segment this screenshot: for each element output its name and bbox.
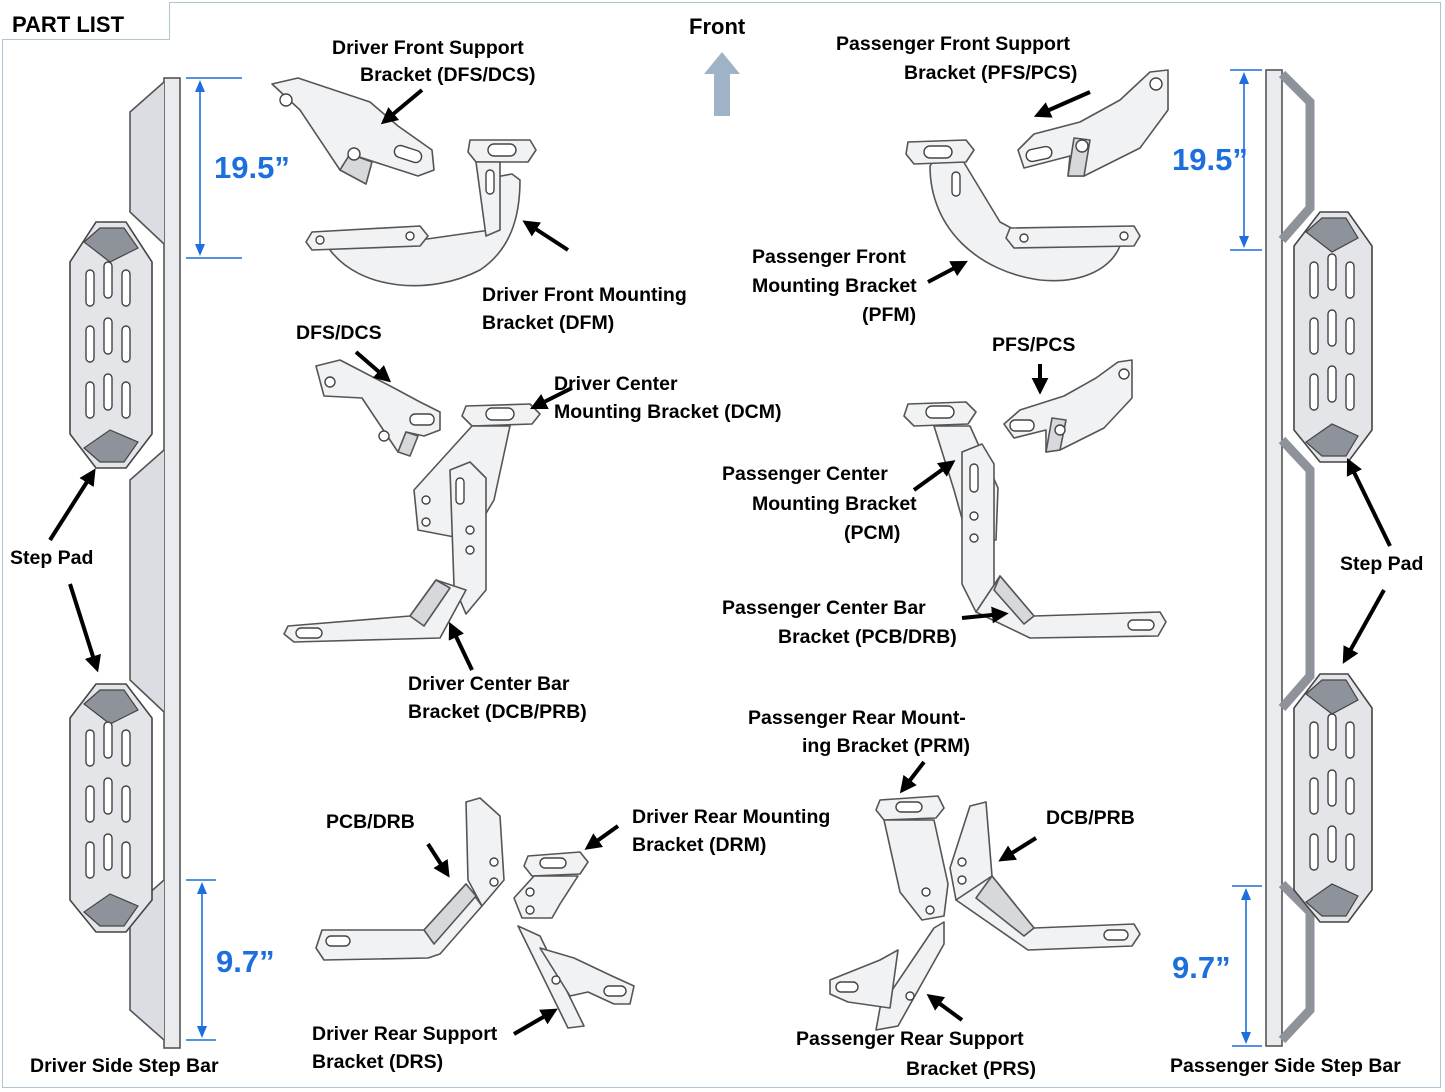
dcb-prb-arrow: [998, 836, 1038, 862]
dcm-label-line2: Mounting Bracket (DCM): [554, 401, 782, 423]
dfm-arrow: [522, 220, 570, 252]
pfs-label-line2: Bracket (PFS/PCS): [904, 62, 1077, 84]
pcb-drb-arrow: [426, 842, 450, 878]
dfs-dcs-label: DFS/DCS: [296, 322, 382, 344]
pfs-pcs-label: PFS/PCS: [992, 334, 1075, 356]
pfm-arrow: [927, 260, 968, 284]
passenger-step-pad-arrow-up: [1346, 457, 1392, 547]
page-title: PART LIST: [12, 12, 125, 37]
driver-step-bar: [69, 77, 181, 1049]
drm-arrow: [584, 824, 620, 850]
prs-label-line2: Bracket (PRS): [906, 1058, 1036, 1080]
dcm-label-line1: Driver Center: [554, 373, 678, 395]
pfm-label-line1: Passenger Front: [752, 246, 906, 268]
drs-label-line1: Driver Rear Support: [312, 1023, 498, 1045]
dcb-label-line1: Driver Center Bar: [408, 673, 570, 695]
dcm-arrow: [529, 386, 573, 410]
pcb-drb-bracket: [315, 797, 505, 961]
passenger-center-support-bracket: [1003, 359, 1133, 453]
driver-front-dimension-value: 19.5”: [214, 150, 290, 185]
drs-label-line2: Bracket (DRS): [312, 1051, 443, 1073]
pcb-drb-label: PCB/DRB: [326, 811, 415, 833]
dfm-label-line2: Bracket (DFM): [482, 312, 614, 334]
driver-rear-mounting-bracket: [513, 851, 589, 919]
drm-label-line1: Driver Rear Mounting: [632, 806, 830, 828]
dcb-prb-label: DCB/PRB: [1046, 807, 1135, 829]
prm-arrow: [899, 760, 926, 794]
passenger-center-bar-bracket: [961, 443, 1167, 639]
front-label: Front: [689, 14, 746, 39]
driver-rear-dimension: [186, 879, 216, 1041]
dfs-arrow: [380, 88, 424, 125]
passenger-rear-support-bracket: [829, 921, 945, 1031]
passenger-front-support-bracket: [1017, 69, 1169, 177]
driver-front-support-bracket: [271, 77, 435, 185]
passenger-step-bar: [1265, 69, 1373, 1047]
pcb-label-line1: Passenger Center Bar: [722, 597, 926, 619]
drm-label-line2: Bracket (DRM): [632, 834, 766, 856]
driver-center-bar-bracket: [283, 461, 487, 643]
passenger-step-pad-rear: [1293, 673, 1373, 923]
pfs-label-line1: Passenger Front Support: [836, 33, 1071, 55]
pfm-label-line2: Mounting Bracket: [752, 275, 917, 297]
dfs-dcs-arrow: [354, 350, 392, 383]
pfm-label-line3: (PFM): [862, 304, 916, 326]
pfs-arrow: [1033, 90, 1091, 118]
pcm-arrow: [912, 460, 956, 492]
driver-rear-dimension-value: 9.7”: [216, 944, 275, 979]
dfs-label-line1: Driver Front Support: [332, 37, 524, 59]
front-direction-arrow: [704, 52, 740, 116]
pcm-label-line3: (PCM): [844, 522, 900, 544]
driver-front-mounting-bracket: [305, 139, 537, 287]
dcb-label-line2: Bracket (DCB/PRB): [408, 701, 587, 723]
drs-arrow: [512, 1008, 558, 1036]
pcb-label-line2: Bracket (PCB/DRB): [778, 626, 957, 648]
dfm-label-line1: Driver Front Mounting: [482, 284, 687, 306]
passenger-rear-dimension-value: 9.7”: [1172, 950, 1231, 985]
passenger-step-pad-arrow-down: [1342, 589, 1386, 664]
driver-step-pad-arrow-down: [68, 583, 101, 673]
dcb-prb-bracket: [949, 801, 1141, 951]
driver-center-support-bracket: [315, 359, 441, 457]
passenger-rear-mounting-bracket: [875, 795, 949, 921]
passenger-rear-dimension: [1232, 885, 1262, 1047]
driver-front-dimension: [186, 77, 242, 259]
driver-step-pad-rear: [69, 683, 153, 933]
pcm-label-line1: Passenger Center: [722, 463, 888, 485]
passenger-step-pad-label: Step Pad: [1340, 553, 1423, 575]
prs-arrow: [926, 994, 964, 1022]
prs-label-line1: Passenger Rear Support: [796, 1028, 1024, 1050]
driver-step-pad-label: Step Pad: [10, 547, 93, 569]
prm-label-line1: Passenger Rear Mount-: [748, 707, 966, 729]
pcm-label-line2: Mounting Bracket: [752, 493, 917, 515]
prm-label-line2: ing Bracket (PRM): [802, 735, 970, 757]
passenger-step-pad-front: [1293, 211, 1373, 463]
passenger-front-mounting-bracket: [905, 139, 1141, 282]
passenger-front-dimension: [1230, 69, 1262, 251]
driver-rear-support-bracket: [517, 925, 635, 1029]
pcb-arrow: [961, 606, 1009, 624]
driver-step-pad-arrow-up: [48, 468, 96, 542]
part-list-tab: PART LIST: [2, 2, 170, 40]
dfs-label-line2: Bracket (DFS/DCS): [360, 64, 536, 86]
passenger-front-dimension-value: 19.5”: [1172, 142, 1248, 177]
passenger-step-bar-label: Passenger Side Step Bar: [1170, 1055, 1401, 1077]
driver-step-pad-front: [69, 221, 153, 469]
driver-step-bar-label: Driver Side Step Bar: [30, 1055, 219, 1077]
dcb-arrow: [448, 621, 474, 671]
